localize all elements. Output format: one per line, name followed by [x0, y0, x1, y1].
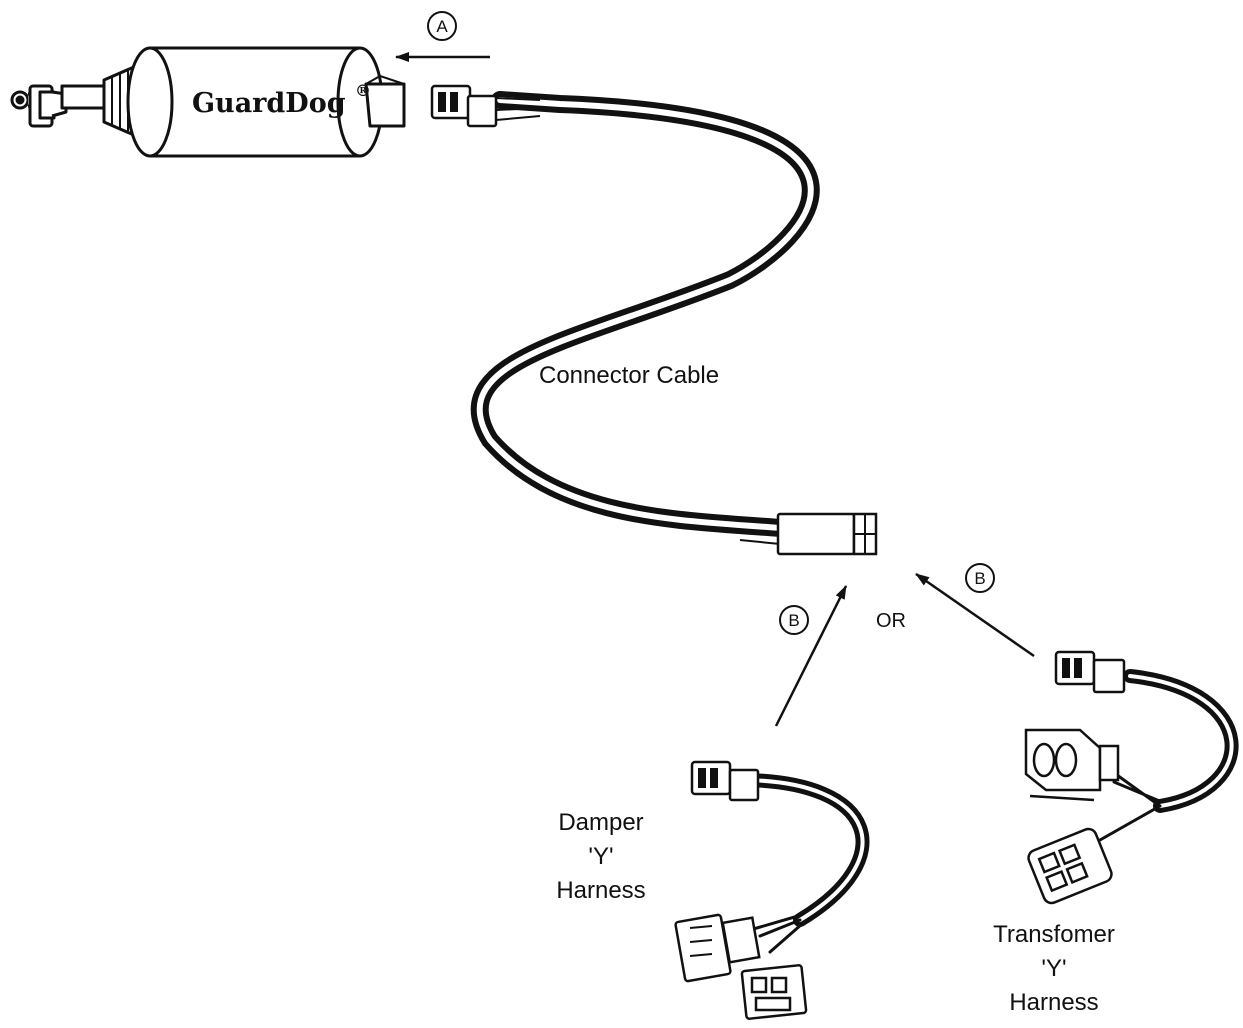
callout-b-right: B: [965, 563, 995, 593]
callout-b-left: B: [779, 605, 809, 635]
transformer-label-line-1: Transfomer: [993, 921, 1115, 948]
arrow-b-transformer: [915, 572, 1035, 658]
registered-mark: ®: [355, 81, 371, 100]
transformer-y-harness: [1098, 669, 1239, 842]
callout-b-left-letter: B: [788, 611, 799, 630]
callout-b-right-letter: B: [974, 569, 985, 588]
connector-cable: [470, 91, 820, 537]
damper-label-line-1: Damper: [558, 809, 644, 836]
cable-plug-top: [430, 84, 541, 128]
transformer-plug-bottom: [1027, 827, 1113, 905]
callout-a: A: [427, 11, 457, 41]
cable-plug-bottom: [739, 512, 878, 556]
damper-plug-top: [690, 760, 760, 802]
or-label: OR: [876, 610, 906, 632]
damper-label-line-2: 'Y': [588, 843, 614, 870]
connector-cable-label: Connector Cable: [539, 362, 720, 389]
transformer-label-line-3: Harness: [1009, 989, 1099, 1016]
transformer-plug-middle: [1024, 728, 1120, 802]
callout-a-letter: A: [436, 17, 448, 36]
key-icon: [10, 84, 68, 128]
damper-y-harness: [733, 773, 870, 954]
damper-plug-left: [674, 913, 761, 983]
damper-plug-bottom: [740, 964, 808, 1020]
guarddog-device: GuardDog ®: [10, 46, 406, 158]
transformer-plug-top: [1054, 650, 1126, 694]
arrow-b-damper: [774, 585, 848, 727]
damper-harness-label: Damper 'Y' Harness: [528, 806, 674, 908]
brand-name: GuardDog: [192, 88, 346, 119]
transformer-harness-label: Transfomer 'Y' Harness: [964, 918, 1144, 1020]
transformer-label-line-2: 'Y': [1041, 955, 1067, 982]
damper-label-line-3: Harness: [556, 877, 646, 904]
